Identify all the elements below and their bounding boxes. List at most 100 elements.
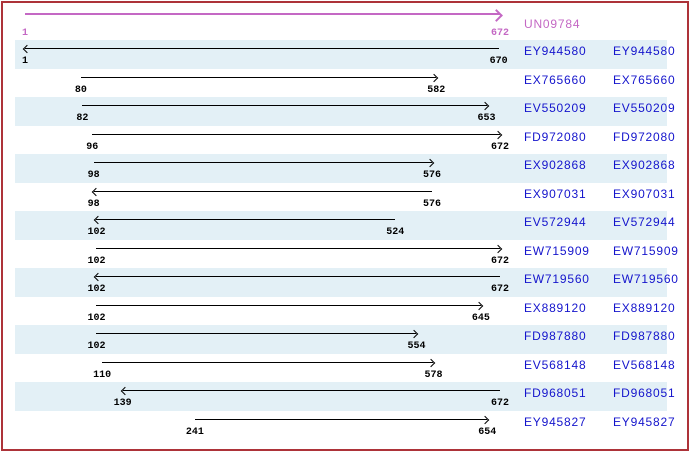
alignment-end-coord: 654	[478, 426, 497, 438]
alignment-end-coord: 672	[490, 398, 509, 409]
alignment-arrow	[80, 73, 439, 82]
alignment-arrow	[94, 215, 396, 225]
accession-link[interactable]: EX765660	[524, 72, 587, 87]
alignment-arrow	[82, 101, 489, 111]
row-band	[15, 154, 667, 183]
alignment-start-coord: 1	[21, 56, 28, 67]
alignment-start-coord: 110	[93, 369, 112, 381]
accession-link-secondary[interactable]: EX765660	[613, 72, 676, 87]
alignment-end-coord: 672	[490, 255, 509, 267]
alignment-arrow	[92, 130, 503, 139]
accession-link-secondary[interactable]: EX907031	[613, 186, 676, 201]
accession-link[interactable]: FD968051	[524, 386, 587, 400]
accession-link-secondary[interactable]: EW719560	[613, 272, 679, 286]
reference-header: 1 672 UN09784	[3, 3, 687, 40]
arrowhead-right-icon	[427, 358, 436, 367]
alignment-row: 80 582 EX765660 EX765660	[3, 69, 687, 98]
alignment-row: 241 654 EY945827 EY945827	[3, 411, 687, 440]
accession-link-secondary[interactable]: EX889120	[613, 300, 676, 315]
alignment-arrow	[22, 44, 499, 54]
alignment-arrow	[94, 272, 500, 282]
alignment-end-coord: 582	[427, 84, 446, 96]
arrowhead-right-icon	[490, 9, 503, 22]
row-band	[15, 40, 667, 69]
accession-link[interactable]: EX907031	[524, 186, 587, 201]
row-band	[15, 268, 667, 297]
alignment-arrow	[96, 329, 419, 339]
reference-start-coord: 1	[21, 28, 28, 39]
alignment-end-coord: 578	[424, 369, 443, 381]
row-band	[15, 97, 667, 126]
alignment-row: 110 578 EV568148 EV568148	[3, 354, 687, 383]
reference-label: UN09784	[524, 17, 581, 31]
accession-link[interactable]: EY944580	[524, 44, 587, 58]
alignment-start-coord: 102	[87, 284, 106, 295]
arrowhead-right-icon	[493, 244, 503, 253]
accession-link-secondary[interactable]: FD987880	[613, 329, 676, 343]
row-band	[15, 211, 667, 240]
alignment-row: 102 672 EW715909 EW715909	[3, 240, 687, 269]
accession-link-secondary[interactable]: EV572944	[613, 215, 676, 229]
alignment-row: 102 672 EW719560 EW719560	[3, 268, 687, 297]
arrowhead-left-icon	[91, 187, 100, 196]
alignment-arrow	[96, 244, 503, 253]
accession-link-secondary[interactable]: EV568148	[613, 357, 676, 372]
alignment-rows: 1 670 EY944580 EY944580 80 582 EX765660 …	[3, 40, 687, 439]
alignment-end-coord: 554	[407, 341, 426, 352]
alignment-end-coord: 524	[386, 227, 405, 238]
accession-link-secondary[interactable]: FD968051	[613, 386, 676, 400]
alignment-row: 98 576 EX907031 EX907031	[3, 183, 687, 212]
alignment-end-coord: 576	[423, 170, 442, 181]
reference-arrow	[25, 9, 503, 22]
accession-link[interactable]: EX902868	[524, 158, 587, 172]
alignment-start-coord: 98	[87, 198, 100, 210]
alignment-start-coord: 82	[76, 113, 89, 124]
row-band	[15, 382, 667, 411]
alignment-row: 139 672 FD968051 FD968051	[3, 382, 687, 411]
arrowhead-right-icon	[430, 73, 439, 82]
alignment-end-coord: 670	[489, 56, 508, 67]
alignment-start-coord: 139	[113, 398, 132, 409]
accession-link-secondary[interactable]: EY944580	[613, 44, 676, 58]
accession-link[interactable]: FD987880	[524, 329, 587, 343]
accession-link[interactable]: EX889120	[524, 300, 587, 315]
alignment-arrow	[93, 158, 435, 168]
alignment-start-coord: 98	[87, 170, 100, 181]
alignment-arrow	[102, 358, 436, 367]
alignment-arrow	[194, 415, 490, 424]
alignment-arrow	[91, 187, 433, 196]
alignment-row: 102 524 EV572944 EV572944	[3, 211, 687, 240]
alignment-row: 82 653 EV550209 EV550209	[3, 97, 687, 126]
accession-link-secondary[interactable]: EV550209	[613, 101, 676, 115]
accession-link-secondary[interactable]: FD972080	[613, 129, 676, 144]
alignment-row: 1 670 EY944580 EY944580	[3, 40, 687, 69]
alignment-start-coord: 241	[185, 426, 204, 438]
accession-link-secondary[interactable]: EY945827	[613, 414, 676, 429]
alignment-arrow	[96, 301, 484, 310]
alignment-end-coord: 653	[477, 113, 496, 124]
alignment-row: 96 672 FD972080 FD972080	[3, 126, 687, 155]
alignment-arrow	[120, 386, 500, 396]
alignment-start-coord: 102	[87, 312, 106, 324]
accession-link-secondary[interactable]: EX902868	[613, 158, 676, 172]
alignment-start-coord: 80	[74, 84, 87, 96]
accession-link[interactable]: EW715909	[524, 243, 590, 258]
alignment-end-coord: 672	[490, 141, 509, 153]
accession-link-secondary[interactable]: EW715909	[613, 243, 679, 258]
alignment-start-coord: 102	[87, 227, 106, 238]
accession-link[interactable]: FD972080	[524, 129, 587, 144]
accession-link[interactable]: EY945827	[524, 414, 587, 429]
alignment-end-coord: 672	[490, 284, 509, 295]
alignment-start-coord: 96	[86, 141, 99, 153]
alignment-row: 102 645 EX889120 EX889120	[3, 297, 687, 326]
accession-link[interactable]: EV568148	[524, 357, 587, 372]
arrowhead-right-icon	[481, 415, 490, 424]
alignment-start-coord: 102	[87, 255, 106, 267]
accession-link[interactable]: EV572944	[524, 215, 587, 229]
alignment-end-coord: 645	[471, 312, 490, 324]
accession-link[interactable]: EW719560	[524, 272, 590, 286]
arrowhead-right-icon	[474, 301, 484, 310]
accession-link[interactable]: EV550209	[524, 101, 587, 115]
